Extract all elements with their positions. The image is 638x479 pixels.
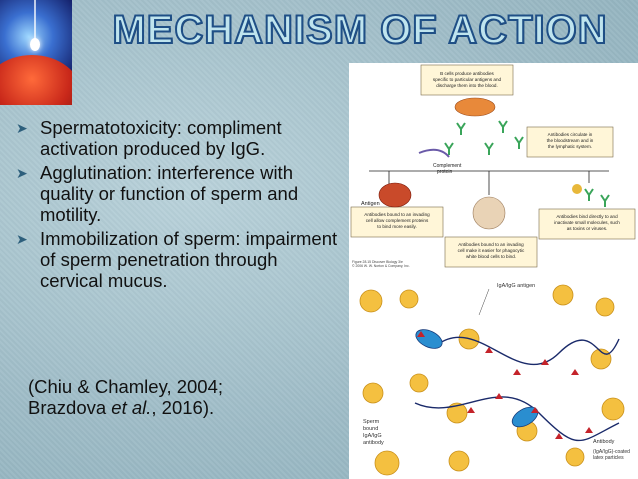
citation-etal: et al. xyxy=(111,397,152,418)
bullet-panel: ➤ Spermatotoxicity: compliment activatio… xyxy=(0,105,340,479)
bullet-list: ➤ Spermatotoxicity: compliment activatio… xyxy=(12,117,340,294)
bound-cell-box xyxy=(350,206,444,238)
latex-particles xyxy=(359,284,625,476)
egg-decoration xyxy=(0,55,72,105)
phagocytic-box xyxy=(444,236,538,268)
corner-sperm-egg-image xyxy=(0,0,72,105)
b-cell-shape xyxy=(454,97,496,117)
citation-author: Brazdova xyxy=(28,397,112,418)
citation-line-2: Brazdova et al., 2016). xyxy=(28,397,223,418)
svg-text:Antigen: Antigen xyxy=(361,201,380,207)
bcells-box xyxy=(420,64,514,96)
bullet-item: ➤ Spermatotoxicity: compliment activatio… xyxy=(12,117,340,159)
sperm-tail-decoration xyxy=(34,0,36,40)
svg-text:IgA/IgG antigen: IgA/IgG antigen xyxy=(497,283,535,289)
bullet-item: ➤ Agglutination: interference with quali… xyxy=(12,162,340,225)
slide-title: MECHANISM OF ACTION xyxy=(111,7,608,53)
sperm-head-2 xyxy=(511,406,539,428)
bullet-text: Immobilization of sperm: impairment of s… xyxy=(40,228,338,291)
arrow-bullet-icon: ➤ xyxy=(16,165,28,181)
antibody-markers xyxy=(417,331,593,439)
arrow-bullet-icon: ➤ xyxy=(16,231,28,247)
bullet-text: Agglutination: interference with quality… xyxy=(40,162,299,225)
arrow-bullet-icon: ➤ xyxy=(16,120,28,136)
bullet-item: ➤ Immobilization of sperm: impairment of… xyxy=(12,228,340,291)
antibody-glyphs xyxy=(444,120,610,207)
phagocyte-shape xyxy=(472,196,506,230)
sperm-tail-1 xyxy=(436,336,620,366)
citation-line-1: (Chiu & Chamley, 2004; xyxy=(28,376,224,397)
invading-cell-shape xyxy=(378,182,412,208)
citation-year: , 2016). xyxy=(151,397,215,418)
citation: (Chiu & Chamley, 2004; Brazdova et al., … xyxy=(28,376,223,418)
svg-text:Antibody: Antibody xyxy=(593,439,615,445)
bullet-text: Spermatotoxicity: compliment activation … xyxy=(40,117,282,159)
svg-text:Antibodies bind directly to an: Antibodies bind directly to andinactivat… xyxy=(554,214,620,231)
direct-bind-box xyxy=(538,208,636,240)
svg-text:Figure 28.15 Discover Biology: Figure 28.15 Discover Biology 3/e© 2006 … xyxy=(352,260,410,268)
circulate-box xyxy=(526,126,614,158)
toxin-shape xyxy=(572,184,582,194)
sperm-head-decoration xyxy=(30,38,40,51)
